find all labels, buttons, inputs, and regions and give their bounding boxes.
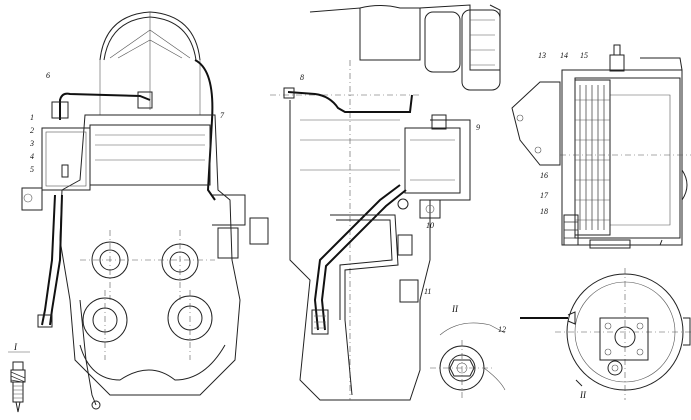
callout-7: 7 [220, 111, 225, 120]
engine-front-view [21, 11, 269, 410]
callout-6: 6 [46, 71, 50, 80]
callout-4: 4 [30, 152, 34, 161]
callout-9: 9 [476, 123, 480, 132]
callout-labels: 1 2 3 4 5 6 7 8 9 10 11 12 13 14 15 16 1… [13, 51, 588, 400]
section-II-view [430, 322, 506, 400]
detail-I-view [8, 351, 30, 413]
heater-box-left [41, 127, 91, 191]
engine-side-view [270, 4, 501, 401]
section-label-II: II [451, 304, 459, 314]
callout-14: 14 [560, 51, 568, 60]
callout-13: 13 [538, 51, 546, 60]
callout-1: 1 [30, 113, 34, 122]
view-II-round [520, 268, 691, 400]
callout-3: 3 [29, 139, 34, 148]
section-label-I: I [13, 342, 18, 352]
heater-section-view [511, 44, 691, 249]
callout-5: 5 [30, 165, 34, 174]
callout-10: 10 [426, 221, 434, 230]
section-label-IIa: II [579, 390, 587, 400]
heater-box-side [404, 127, 461, 194]
heater-housing [561, 69, 683, 246]
callout-2: 2 [30, 126, 34, 135]
callout-8: 8 [300, 73, 304, 82]
callout-11: 11 [424, 287, 431, 296]
callout-18: 18 [540, 207, 548, 216]
callout-12: 12 [498, 325, 506, 334]
callout-15: 15 [580, 51, 588, 60]
callout-16: 16 [540, 171, 548, 180]
callout-17: 17 [540, 191, 549, 200]
